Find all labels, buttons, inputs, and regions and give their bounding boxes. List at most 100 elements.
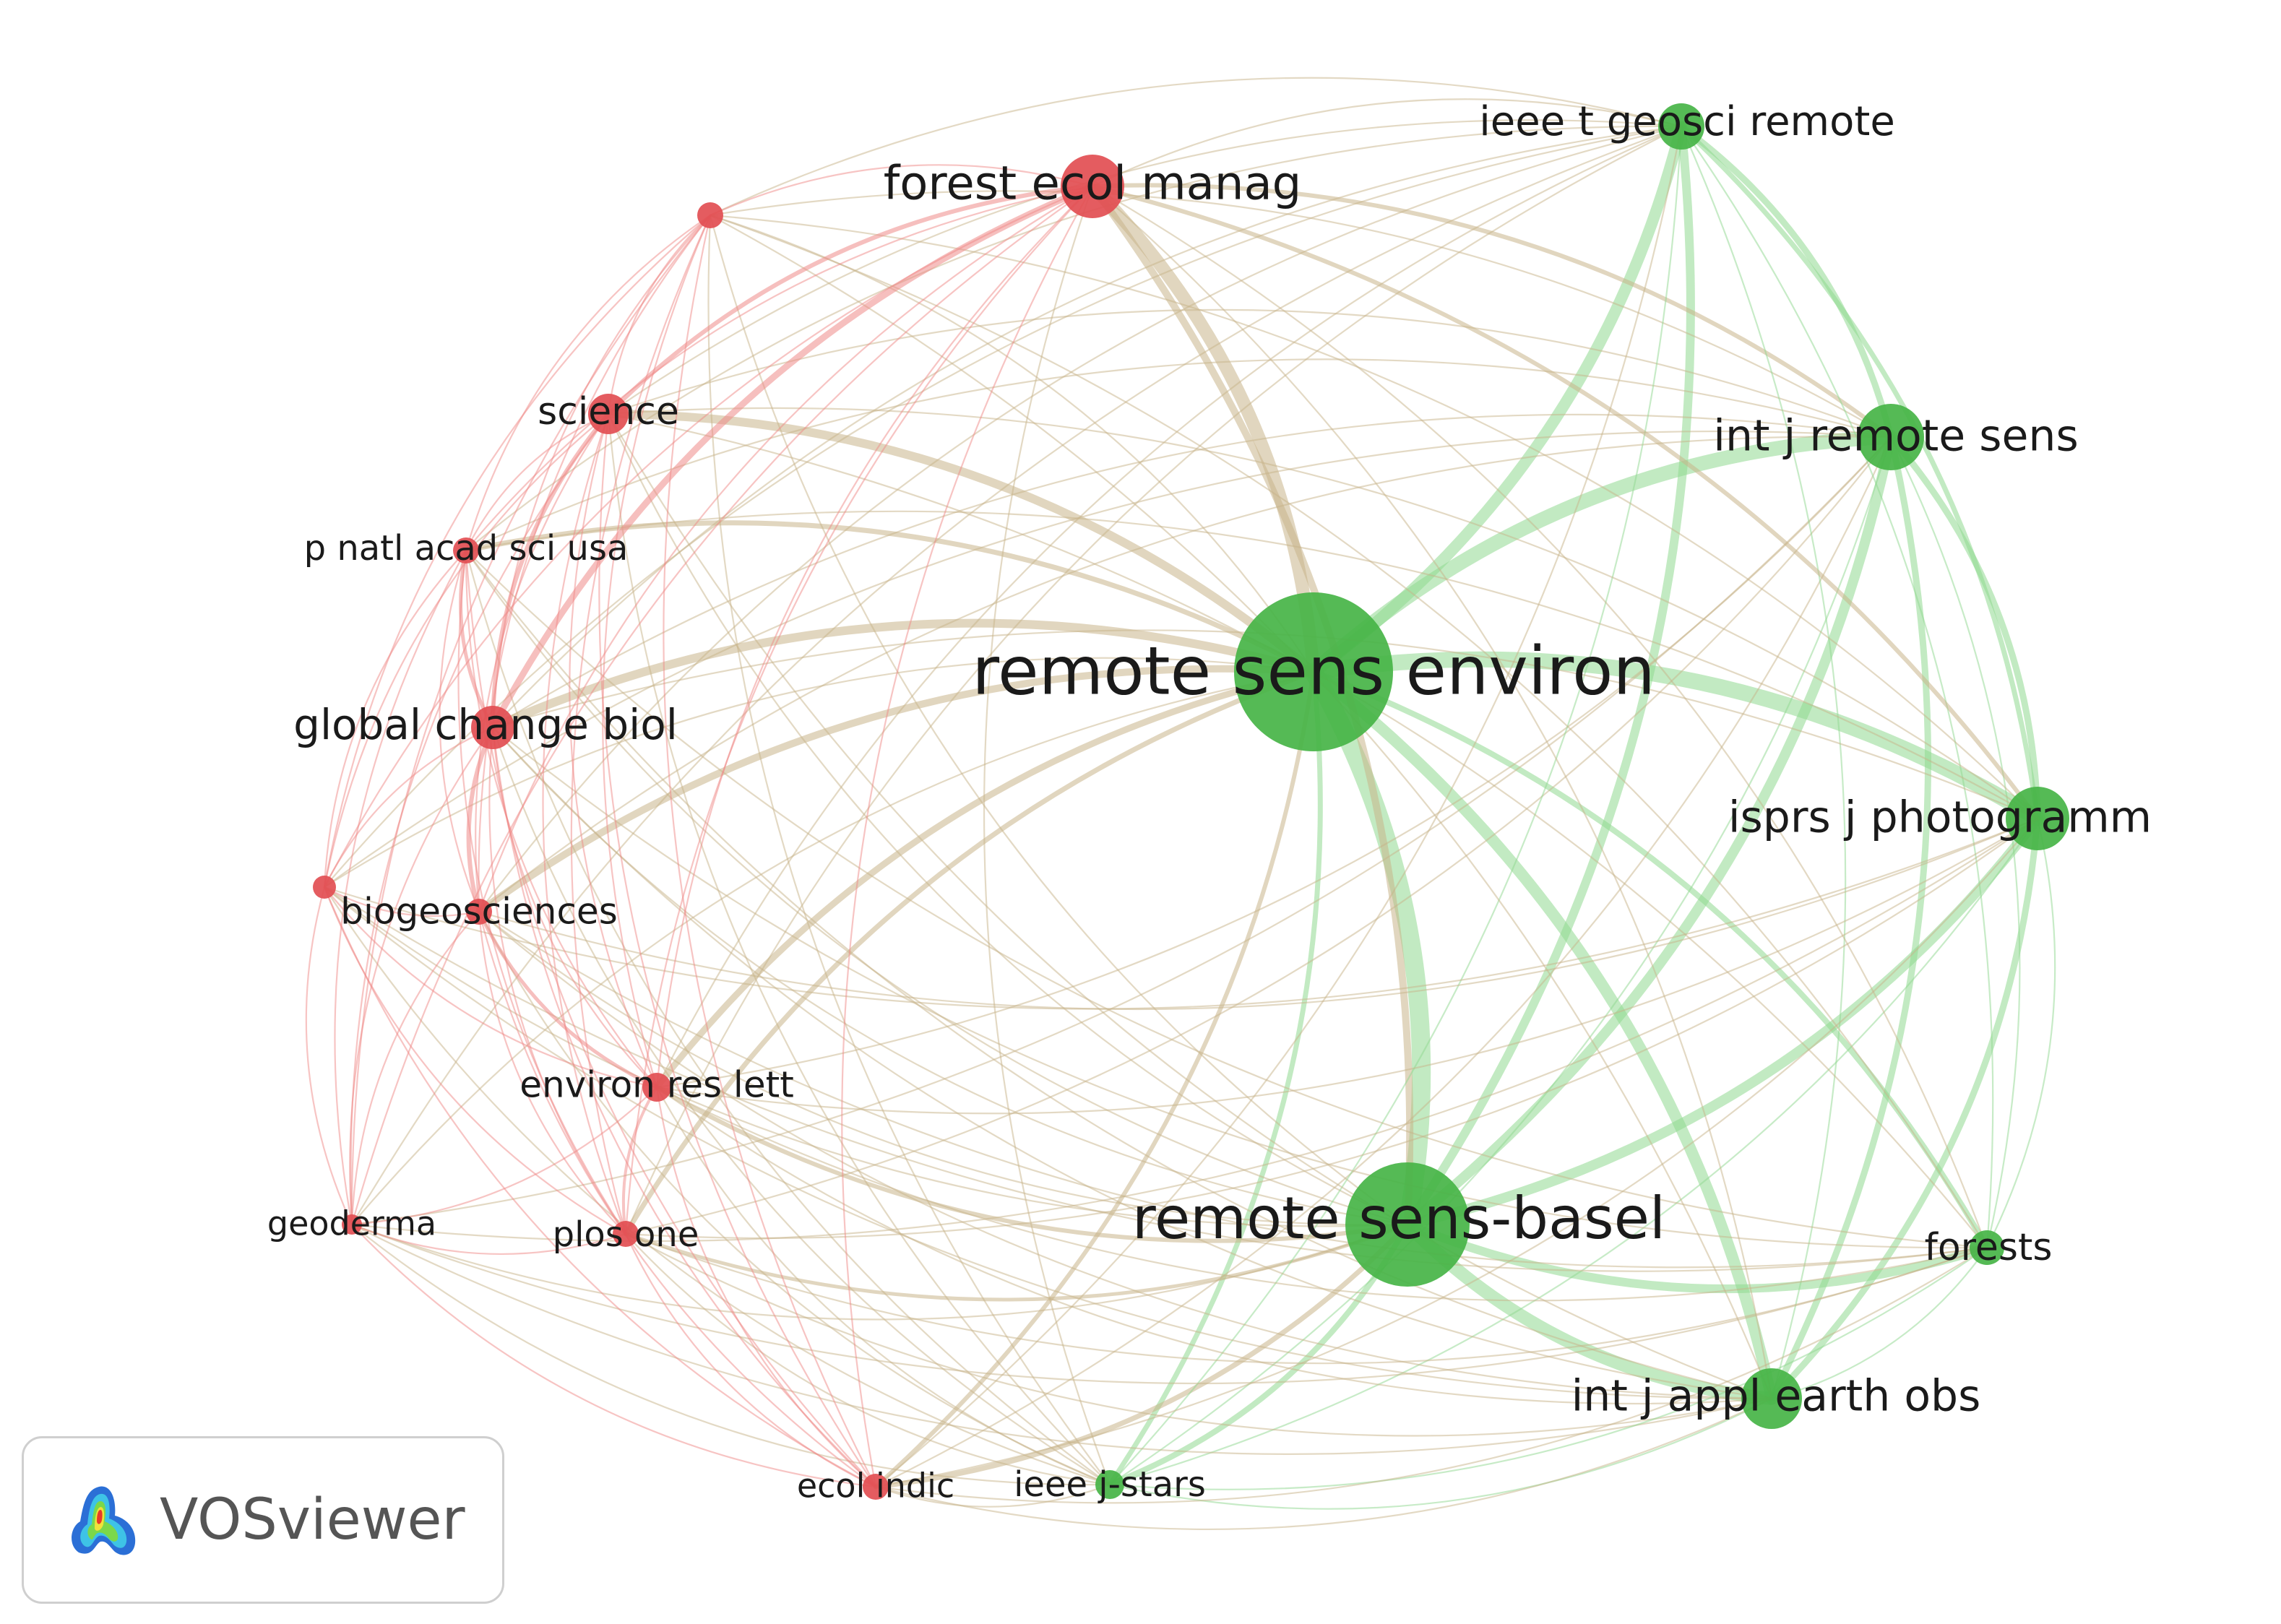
- edge-gcb-geo: [349, 726, 494, 1226]
- edge-gcb-bg: [466, 725, 495, 914]
- edge-bg-u2: [323, 886, 480, 917]
- edge-jst-plos: [624, 1232, 1111, 1486]
- edge-isprs-for: [1985, 817, 2056, 1249]
- edge-erl-plos: [621, 1086, 658, 1235]
- edge-jst-pnas: [465, 549, 1111, 1486]
- edge-isprs-plos: [624, 817, 2039, 1239]
- edge-for-nat: [709, 214, 1988, 1249]
- node-isprs[interactable]: [2006, 787, 2069, 850]
- edge-ijaeo-pnas: [465, 549, 1773, 1400]
- node-ijaeo[interactable]: [1741, 1368, 1802, 1429]
- edge-rse-erl: [653, 668, 1317, 1091]
- edge-rsb-sci: [607, 413, 1409, 1226]
- edge-tgrs-gcb: [491, 125, 1683, 729]
- node-label-bg: biogeosciences: [340, 891, 618, 933]
- edge-for-erl: [655, 1086, 1988, 1302]
- node-erl[interactable]: [642, 1073, 671, 1102]
- node-u2[interactable]: [313, 876, 336, 899]
- edge-jst-ei: [874, 1483, 1111, 1508]
- edge-for-gcb: [491, 726, 1988, 1249]
- edge-tgrs-fem: [1091, 98, 1683, 188]
- edge-sci-erl: [569, 413, 658, 1089]
- node-rsb[interactable]: [1345, 1162, 1470, 1287]
- edge-rse-jst: [1107, 669, 1323, 1487]
- node-pnas[interactable]: [453, 537, 479, 563]
- edge-tgrs-isprs: [1678, 124, 2040, 821]
- edge-pnas-erl: [465, 549, 658, 1089]
- edge-gcb-plos: [488, 726, 627, 1235]
- node-label-pnas: p natl acad sci usa: [304, 528, 629, 569]
- edge-geo-u2: [305, 886, 353, 1226]
- node-jst[interactable]: [1095, 1470, 1124, 1499]
- edge-jst-geo: [350, 1223, 1111, 1486]
- edge-jst-sci: [607, 413, 1111, 1486]
- edge-sci-bg: [475, 413, 610, 913]
- edge-sci-ei: [598, 413, 877, 1488]
- node-ijrs[interactable]: [1858, 404, 1924, 470]
- edge-ijrs-sci: [607, 308, 1892, 439]
- edge-rsb-ei: [873, 1222, 1410, 1490]
- node-label-isprs: isprs j photogramm: [1728, 792, 2152, 843]
- edge-plos-nat: [570, 214, 712, 1235]
- node-label-fem: forest ecol manag: [884, 157, 1302, 211]
- edge-ijaeo-for: [1770, 1246, 1988, 1400]
- edge-rse-rsb: [1304, 662, 1431, 1234]
- edge-rse-bg: [475, 665, 1317, 915]
- edge-ijrs-fem: [1090, 183, 1893, 439]
- edge-ijaeo-geo: [350, 1223, 1773, 1455]
- edge-geo-nat: [350, 214, 712, 1226]
- edge-jst-fem: [983, 185, 1111, 1486]
- node-plos[interactable]: [613, 1221, 639, 1247]
- edge-jst-u2: [323, 886, 1111, 1486]
- edge-ijrs-nat: [709, 190, 1892, 439]
- edge-geo-ei: [350, 1223, 877, 1488]
- node-geo[interactable]: [342, 1214, 362, 1235]
- edge-fem-nat: [709, 164, 1094, 217]
- edge-pnas-nat: [465, 214, 712, 552]
- node-label-jst: ieee j-stars: [1014, 1464, 1206, 1505]
- edge-layer: [305, 77, 2056, 1530]
- node-label-ei: ecol indic: [797, 1467, 954, 1506]
- edge-rse-ei: [874, 670, 1316, 1489]
- edge-rse-ijaeo: [1308, 666, 1777, 1404]
- node-fem[interactable]: [1061, 155, 1124, 218]
- edge-tgrs-ijaeo: [1680, 125, 1847, 1400]
- node-label-for: forests: [1925, 1226, 2053, 1269]
- edge-ijrs-gcb: [491, 413, 1892, 729]
- edge-ijaeo-plos: [624, 1232, 1773, 1437]
- node-gcb[interactable]: [471, 706, 514, 749]
- edge-ijaeo-jst: [1108, 1397, 1773, 1510]
- node-for[interactable]: [1970, 1230, 2004, 1265]
- edge-pnas-bg: [439, 549, 480, 913]
- node-sci[interactable]: [588, 394, 629, 434]
- edge-ijaeo-sci: [607, 413, 1773, 1400]
- edge-isprs-ei: [874, 817, 2039, 1488]
- edge-rse-u2: [323, 657, 1315, 889]
- edge-isprs-jst: [1108, 817, 2039, 1486]
- edge-plos-geo: [350, 1223, 627, 1256]
- node-tgrs[interactable]: [1658, 103, 1704, 150]
- edge-gcb-ei: [491, 726, 877, 1488]
- edge-nat-u2: [323, 214, 712, 889]
- edge-fem-erl: [655, 185, 1094, 1089]
- edge-for-jst: [1108, 1246, 1988, 1490]
- edge-fem-ei: [841, 185, 1094, 1488]
- node-label-rsb: remote sens-basel: [1132, 1185, 1665, 1252]
- node-rse[interactable]: [1234, 592, 1393, 751]
- edge-tgrs-plos: [624, 125, 1683, 1235]
- edge-bg-geo: [350, 910, 480, 1226]
- node-nat[interactable]: [697, 202, 723, 228]
- node-label-sci: science: [538, 390, 679, 433]
- edge-ijrs-ijaeo: [1768, 433, 1931, 1402]
- node-bg[interactable]: [466, 899, 492, 925]
- node-ei[interactable]: [863, 1474, 889, 1500]
- edge-fem-geo: [350, 185, 1094, 1226]
- edge-ijrs-tgrs: [1678, 123, 1894, 441]
- edge-tgrs-ei: [874, 125, 1683, 1488]
- edge-rse-tgrs: [1308, 121, 1687, 678]
- edge-erl-nat: [602, 214, 712, 1089]
- edge-isprs-u2: [323, 817, 2039, 1010]
- edge-isprs-ijaeo: [1768, 815, 2041, 1402]
